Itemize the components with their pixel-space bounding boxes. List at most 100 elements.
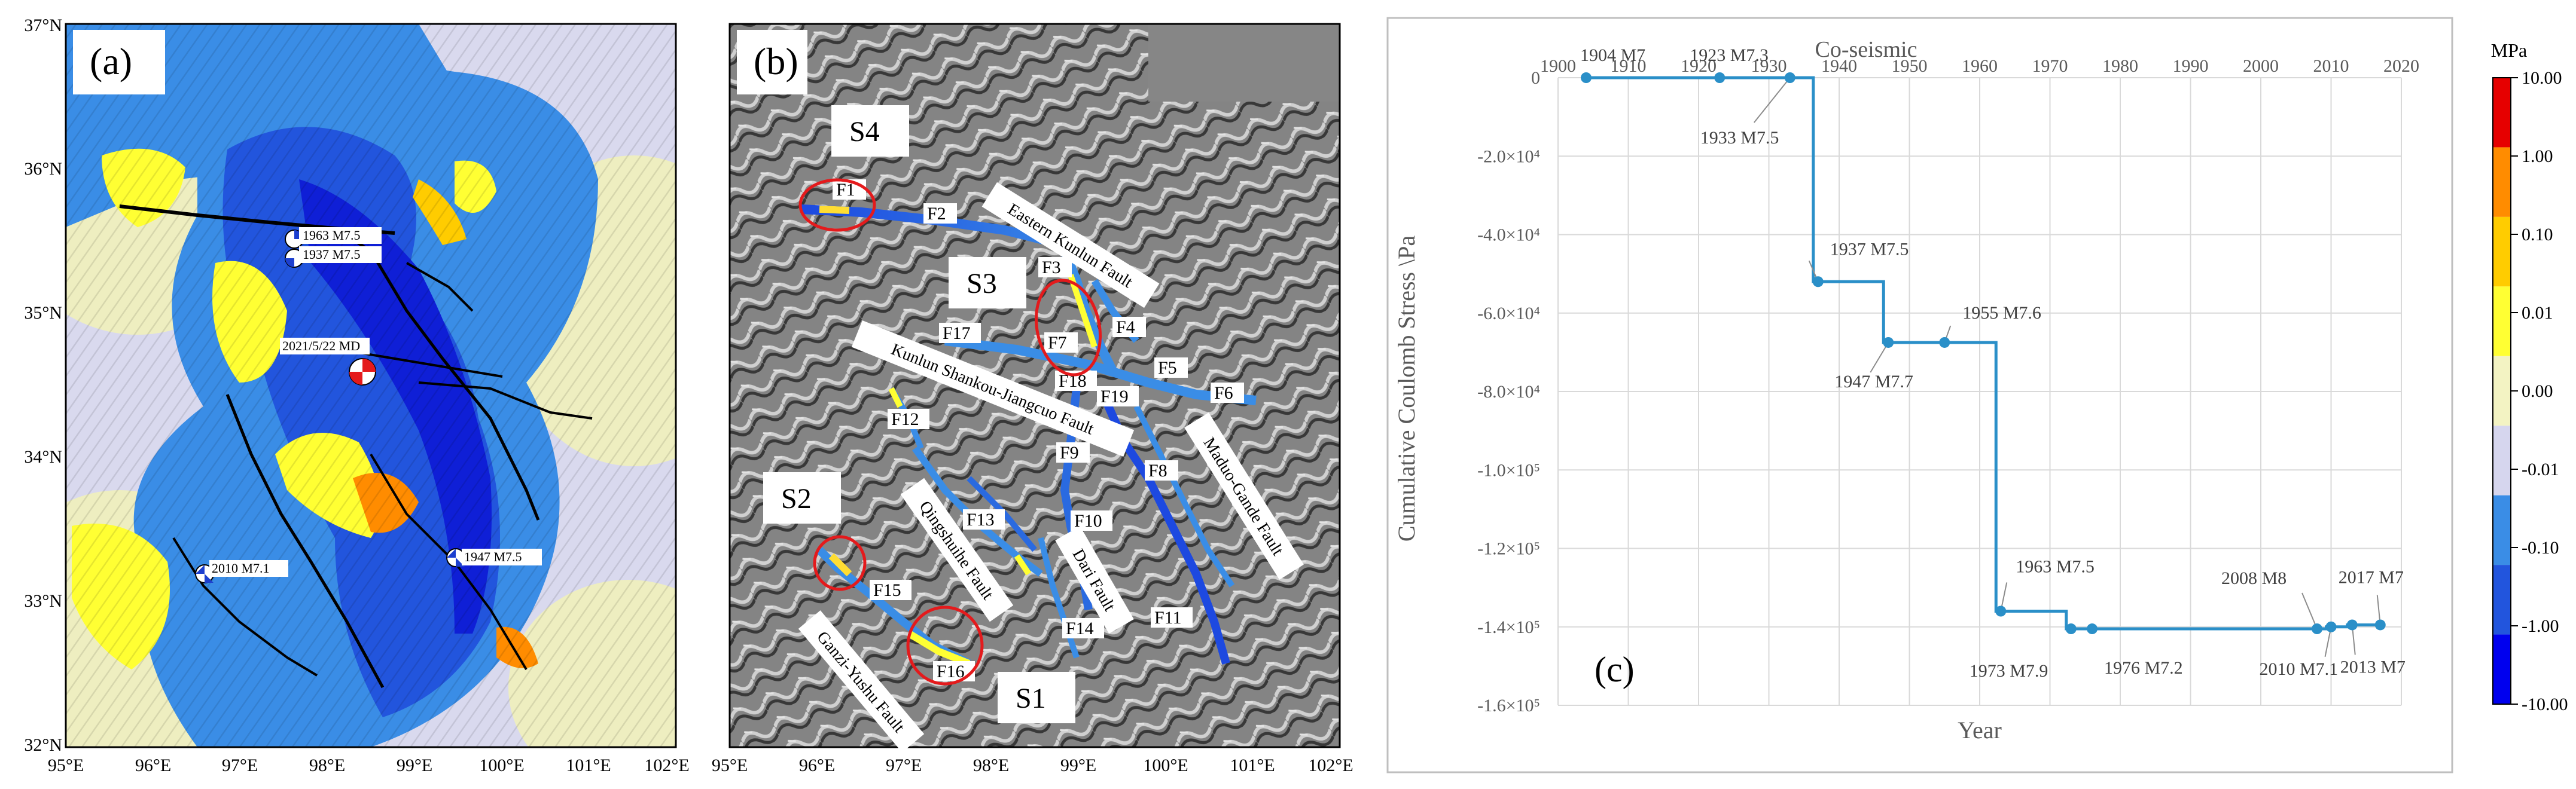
svg-text:101°E: 101°E: [1230, 756, 1275, 775]
svg-text:102°E: 102°E: [644, 756, 689, 775]
x-tick-label: 2000: [2243, 56, 2279, 76]
svg-text:100°E: 100°E: [1143, 756, 1188, 775]
panel-c-label: (c): [1595, 650, 1635, 689]
point-label: 2010 M7.1: [2260, 659, 2339, 679]
svg-text:33°N: 33°N: [24, 591, 62, 611]
svg-text:100°E: 100°E: [479, 756, 524, 775]
point-label: 1937 M7.5: [1830, 239, 1909, 259]
leader-line: [1753, 77, 1791, 123]
data-point: [1883, 337, 1894, 348]
x-tick-label: 2010: [2313, 56, 2349, 76]
colorbar-label: -0.10: [2522, 538, 2559, 558]
colorbar-segment: [2493, 634, 2511, 704]
panel-a-label: (a): [90, 40, 132, 82]
x-tick-label: 1970: [2032, 56, 2068, 76]
fault-labels: F1 F2 F3 F4 F5 F6 F7 F8 F9 F10 F11 F12 F…: [833, 179, 1244, 681]
point-label: 1973 M7.9: [1970, 661, 2048, 681]
y-tick-label: -1.0×10⁵: [1477, 460, 1540, 480]
svg-text:F6: F6: [1214, 383, 1233, 403]
svg-text:99°E: 99°E: [1060, 756, 1096, 775]
svg-text:F14: F14: [1066, 619, 1094, 638]
y-tick-label: -8.0×10⁴: [1477, 382, 1540, 402]
y-tick-label: -1.2×10⁵: [1477, 539, 1540, 559]
data-point: [2087, 623, 2098, 635]
svg-text:1963 M7.5: 1963 M7.5: [303, 228, 361, 243]
svg-text:34°N: 34°N: [24, 447, 62, 467]
stress-series-points: [1581, 72, 2386, 635]
point-label: 2008 M8: [2221, 568, 2287, 588]
colorbar-segment: [2493, 356, 2511, 426]
point-label: 1947 M7.7: [1834, 372, 1913, 392]
data-point: [2065, 623, 2077, 635]
svg-text:F19: F19: [1100, 387, 1129, 406]
svg-text:97°E: 97°E: [886, 756, 922, 775]
panel-a-map: (a) 1963 M7.5 1937 M7.5 2021/5/22 MD 201…: [24, 16, 690, 775]
colorbar-segment: [2493, 216, 2511, 287]
svg-text:F16: F16: [937, 662, 965, 681]
data-point: [2325, 621, 2337, 632]
colorbar-label: 0.10: [2522, 225, 2553, 244]
svg-text:1947 M7.5: 1947 M7.5: [464, 549, 522, 564]
svg-text:35°N: 35°N: [24, 303, 62, 323]
colorbar-segments: [2493, 78, 2511, 704]
data-point: [1939, 337, 1950, 348]
colorbar-label: 1.00: [2522, 146, 2553, 166]
event-2010: 2010 M7.1: [195, 560, 288, 583]
y-tick-label: 0: [1531, 68, 1540, 88]
colorbar-segment: [2493, 78, 2511, 148]
colorbar-label: -10.00: [2522, 695, 2568, 714]
panel-b-lon-ticks: 95°E 96°E 97°E 98°E 99°E 100°E 101°E 102…: [712, 756, 1353, 775]
svg-text:95°E: 95°E: [48, 756, 84, 775]
svg-text:95°E: 95°E: [712, 756, 748, 775]
svg-text:97°E: 97°E: [222, 756, 258, 775]
data-point: [1581, 72, 1592, 83]
event-1947: 1947 M7.5: [446, 548, 542, 567]
y-axis-label: Cumulative Coulomb Stress \Pa: [1393, 236, 1420, 542]
x-tick-label: 1990: [2173, 56, 2209, 76]
event-1937: 1937 M7.5: [285, 246, 382, 268]
x-tick-label: 1960: [1962, 56, 1998, 76]
svg-text:S1: S1: [1016, 683, 1046, 714]
x-tick-label: 1900: [1540, 56, 1576, 76]
colorbar-segment: [2493, 495, 2511, 565]
data-point: [1812, 276, 1824, 288]
svg-text:36°N: 36°N: [24, 159, 62, 179]
x-tick-label: 1930: [1751, 56, 1787, 76]
point-label: 1933 M7.5: [1700, 128, 1779, 148]
point-label: 1976 M7.2: [2104, 658, 2183, 678]
panel-a-lon-ticks: 95°E 96°E 97°E 98°E 99°E 100°E 101°E 102…: [48, 756, 690, 775]
x-tick-label: 1910: [1611, 56, 1647, 76]
event-2021-md: 2021/5/22 MD: [280, 338, 376, 386]
x-axis-label: Year: [1958, 717, 2002, 744]
svg-text:32°N: 32°N: [24, 735, 62, 755]
svg-text:99°E: 99°E: [397, 756, 432, 775]
point-label: 1963 M7.5: [2016, 557, 2095, 577]
point-label: 2013 M7: [2340, 657, 2406, 677]
colorbar-unit: MPa: [2491, 39, 2527, 61]
svg-text:F17: F17: [943, 323, 971, 343]
data-point: [2312, 623, 2322, 635]
svg-text:F2: F2: [927, 204, 946, 224]
colorbar-segment: [2493, 426, 2511, 496]
y-tick-label: -6.0×10⁴: [1477, 304, 1540, 323]
chart-title: Co-seismic: [1815, 37, 1917, 62]
colorbar-label: -1.00: [2522, 616, 2559, 636]
svg-text:2021/5/22 MD: 2021/5/22 MD: [282, 338, 360, 353]
panel-a-lat-ticks: 37°N 36°N 35°N 34°N 33°N 32°N: [24, 16, 62, 755]
y-tick-label: -2.0×10⁴: [1477, 146, 1540, 166]
panel-b-label: (b): [754, 40, 798, 82]
event-1963: 1963 M7.5: [285, 227, 382, 249]
svg-text:S2: S2: [781, 483, 812, 515]
point-label: 2017 M7: [2339, 567, 2404, 587]
leader-line: [2301, 592, 2318, 629]
data-point: [1714, 72, 1726, 83]
svg-text:F12: F12: [891, 409, 919, 429]
svg-text:F8: F8: [1148, 461, 1167, 481]
svg-text:F11: F11: [1154, 608, 1182, 628]
svg-text:F3: F3: [1042, 258, 1061, 277]
y-tick-label: -4.0×10⁴: [1477, 225, 1540, 245]
x-tick-label: 1950: [1892, 56, 1928, 76]
data-point: [1784, 72, 1795, 83]
colorbar-label: -0.01: [2522, 460, 2559, 479]
